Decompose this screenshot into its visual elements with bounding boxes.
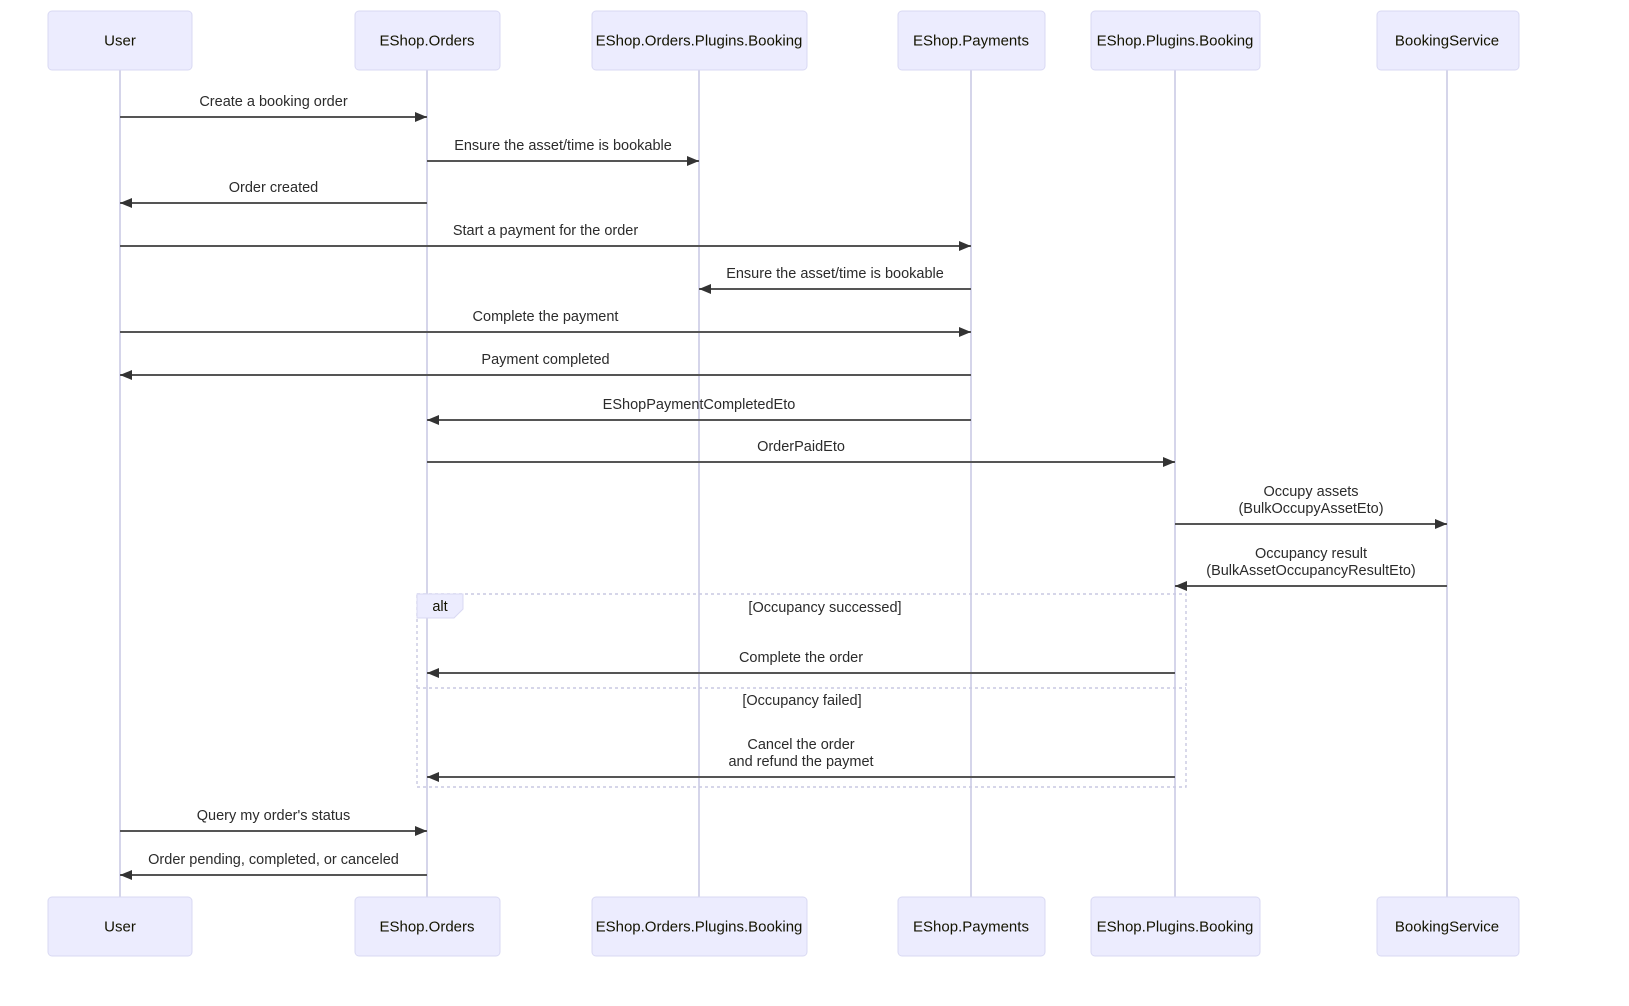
message-m7: Payment completed	[120, 352, 971, 380]
message-arrowhead	[427, 415, 439, 425]
message-label: Occupancy result(BulkAssetOccupancyResul…	[1206, 546, 1416, 579]
fragment-condition-label: [Occupancy failed]	[742, 693, 861, 709]
message-label: Query my order's status	[197, 808, 350, 824]
message-m9: OrderPaidEto	[427, 439, 1175, 467]
participant-box[interactable]	[1090, 896, 1261, 957]
message-arrowhead	[959, 327, 971, 337]
participant-user-bottom[interactable]: User	[47, 896, 193, 957]
message-arrowhead	[1175, 581, 1187, 591]
message-m5: Ensure the asset/time is bookable	[699, 266, 971, 294]
message-label: Ensure the asset/time is bookable	[454, 138, 672, 154]
message-m2: Ensure the asset/time is bookable	[427, 138, 699, 166]
message-m1: Create a booking order	[120, 94, 427, 122]
alt-fragments-layer: [Occupancy successed] [Occupancy failed] a…	[416, 593, 1187, 788]
participant-label: EShop.Orders	[379, 32, 474, 49]
message-label: EShopPaymentCompletedEto	[603, 397, 796, 413]
participant-label: User	[104, 32, 136, 49]
message-arrowhead	[120, 870, 132, 880]
participant-plugins_booking-top[interactable]: EShop.Plugins.Booking	[1090, 10, 1261, 71]
message-label: Payment completed	[481, 352, 609, 368]
fragment-alt-occupancy: [Occupancy successed] [Occupancy failed] a…	[416, 593, 1187, 788]
message-label: Create a booking order	[199, 94, 347, 110]
participant-box[interactable]	[47, 10, 193, 71]
message-m12: Complete the order	[427, 650, 1175, 678]
participant-label: EShop.Orders.Plugins.Booking	[596, 918, 803, 935]
message-m11: Occupancy result(BulkAssetOccupancyResul…	[1175, 546, 1447, 591]
participant-label: EShop.Plugins.Booking	[1097, 32, 1254, 49]
participant-box[interactable]	[897, 10, 1046, 71]
message-label: Order pending, completed, or canceled	[148, 852, 399, 868]
participant-headers-top: User EShop.Orders EShop.Orders.Plugins.Boo…	[47, 10, 1520, 71]
participant-box[interactable]	[1376, 896, 1520, 957]
message-arrowhead	[959, 241, 971, 251]
message-m4: Start a payment for the order	[120, 223, 971, 251]
message-label: OrderPaidEto	[757, 439, 845, 455]
participant-booking_service-bottom[interactable]: BookingService	[1376, 896, 1520, 957]
participant-label: User	[104, 918, 136, 935]
participant-plugins_booking-bottom[interactable]: EShop.Plugins.Booking	[1090, 896, 1261, 957]
participant-box[interactable]	[47, 896, 193, 957]
message-arrowhead	[120, 370, 132, 380]
message-label: Complete the payment	[473, 309, 619, 325]
fragment-tag-label: alt	[432, 599, 447, 615]
participant-label: EShop.Orders.Plugins.Booking	[596, 32, 803, 49]
participant-payments-top[interactable]: EShop.Payments	[897, 10, 1046, 71]
fragment-border	[416, 593, 1187, 788]
participant-box[interactable]	[354, 896, 501, 957]
message-arrowhead	[1163, 457, 1175, 467]
participant-box[interactable]	[591, 10, 808, 71]
message-label: Start a payment for the order	[453, 223, 639, 239]
participant-orders_plugin-top[interactable]: EShop.Orders.Plugins.Booking	[591, 10, 808, 71]
participant-label: EShop.Payments	[913, 32, 1029, 49]
fragment-condition-label: [Occupancy successed]	[748, 600, 901, 616]
message-label: Ensure the asset/time is bookable	[726, 266, 944, 282]
participant-label: BookingService	[1395, 918, 1499, 935]
message-arrowhead	[427, 668, 439, 678]
participant-box[interactable]	[1376, 10, 1520, 71]
participant-label: EShop.Plugins.Booking	[1097, 918, 1254, 935]
participant-label: EShop.Orders	[379, 918, 474, 935]
message-m8: EShopPaymentCompletedEto	[427, 397, 971, 425]
participant-orders-top[interactable]: EShop.Orders	[354, 10, 501, 71]
participant-label: BookingService	[1395, 32, 1499, 49]
participant-box[interactable]	[354, 10, 501, 71]
participant-orders_plugin-bottom[interactable]: EShop.Orders.Plugins.Booking	[591, 896, 808, 957]
message-m3: Order created	[120, 180, 427, 208]
participant-box[interactable]	[591, 896, 808, 957]
message-label: Complete the order	[739, 650, 863, 666]
message-m10: Occupy assets(BulkOccupyAssetEto)	[1175, 484, 1447, 529]
message-m15: Order pending, completed, or canceled	[120, 852, 427, 880]
message-arrowhead	[699, 284, 711, 294]
fragment-tag-box	[416, 593, 464, 619]
participant-label: EShop.Payments	[913, 918, 1029, 935]
message-arrowhead	[687, 156, 699, 166]
message-m14: Query my order's status	[120, 808, 427, 836]
participant-booking_service-top[interactable]: BookingService	[1376, 10, 1520, 71]
message-m6: Complete the payment	[120, 309, 971, 337]
lifelines-layer	[119, 70, 1448, 897]
message-arrowhead	[415, 826, 427, 836]
participant-user-top[interactable]: User	[47, 10, 193, 71]
message-label: Occupy assets(BulkOccupyAssetEto)	[1238, 484, 1383, 517]
participant-box[interactable]	[1090, 10, 1261, 71]
message-label: Order created	[229, 180, 318, 196]
participant-headers-bottom: User EShop.Orders EShop.Orders.Plugins.Boo…	[47, 896, 1520, 957]
participant-payments-bottom[interactable]: EShop.Payments	[897, 896, 1046, 957]
message-arrowhead	[415, 112, 427, 122]
message-arrowhead	[1435, 519, 1447, 529]
message-arrowhead	[120, 198, 132, 208]
participant-box[interactable]	[897, 896, 1046, 957]
message-arrowhead	[427, 772, 439, 782]
participant-orders-bottom[interactable]: EShop.Orders	[354, 896, 501, 957]
